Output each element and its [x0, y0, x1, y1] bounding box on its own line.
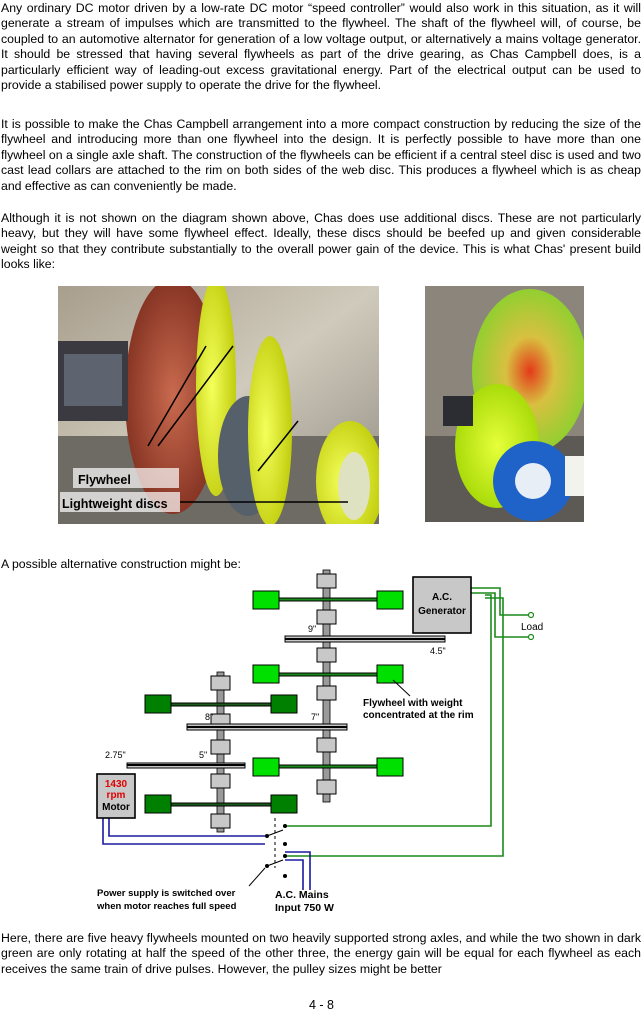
- note-flywheel-line1: Flywheel with weight: [363, 698, 463, 709]
- note-flywheel-line2: concentrated at the rim: [363, 710, 474, 721]
- flywheels-light-green: [252, 590, 404, 777]
- note-switch-line1: Power supply is switched over: [97, 888, 236, 899]
- generator-label-line1: A.C.: [432, 592, 452, 603]
- label-lightweight-discs: Lightweight discs: [62, 497, 168, 511]
- paragraph-motor-controller: Any ordinary DC motor driven by a low-ra…: [1, 1, 641, 93]
- photo-flywheel-side: [425, 286, 584, 522]
- changeover-switch: [248, 818, 287, 887]
- motor-label: Motor: [102, 802, 130, 813]
- alternative-construction-diagram: Load: [95, 568, 555, 918]
- mains-line2: Input 750 W: [275, 902, 334, 914]
- blue-wires: [102, 818, 311, 890]
- motor: 1430 rpm Motor: [96, 773, 136, 819]
- photo-flywheel-build: Flywheel Lightweight discs: [58, 286, 379, 524]
- label-load: Load: [521, 622, 543, 633]
- label-pulley-4-5: 4.5": [430, 646, 446, 656]
- generator-label-line2: Generator: [418, 606, 466, 617]
- label-pulley-9: 9": [308, 624, 316, 634]
- axle-right: [316, 569, 337, 803]
- motor-rpm-value: 1430: [105, 779, 128, 790]
- flywheels-dark-green: [144, 694, 298, 814]
- label-pulley-7: 7": [311, 712, 319, 722]
- motor-rpm-unit: rpm: [107, 790, 126, 801]
- paragraph-alternative-intro: A possible alternative construction migh…: [1, 557, 241, 571]
- label-pulley-5: 5": [199, 750, 207, 760]
- photo-side-illustration: [425, 286, 584, 522]
- axle-left: [210, 671, 231, 833]
- photo-flywheel-illustration: Flywheel Lightweight discs: [58, 286, 379, 524]
- pulleys: [126, 635, 446, 769]
- paragraph-additional-discs: Although it is not shown on the diagram …: [1, 211, 641, 272]
- note-switch-line2: when motor reaches full speed: [96, 901, 237, 912]
- paragraph-five-flywheels: Here, there are five heavy flywheels mou…: [1, 931, 641, 976]
- paragraph-compact-construction: It is possible to make the Chas Campbell…: [1, 117, 641, 193]
- label-pulley-2-75: 2.75": [105, 750, 126, 760]
- label-flywheel: Flywheel: [78, 473, 131, 487]
- ac-generator: A.C. Generator: [412, 576, 472, 634]
- label-pulley-8: 8": [205, 712, 213, 722]
- page-number: 4 - 8: [308, 998, 334, 1012]
- mains-line1: A.C. Mains: [275, 889, 329, 901]
- green-wires: [285, 587, 530, 857]
- diagram-svg: Load: [96, 569, 543, 914]
